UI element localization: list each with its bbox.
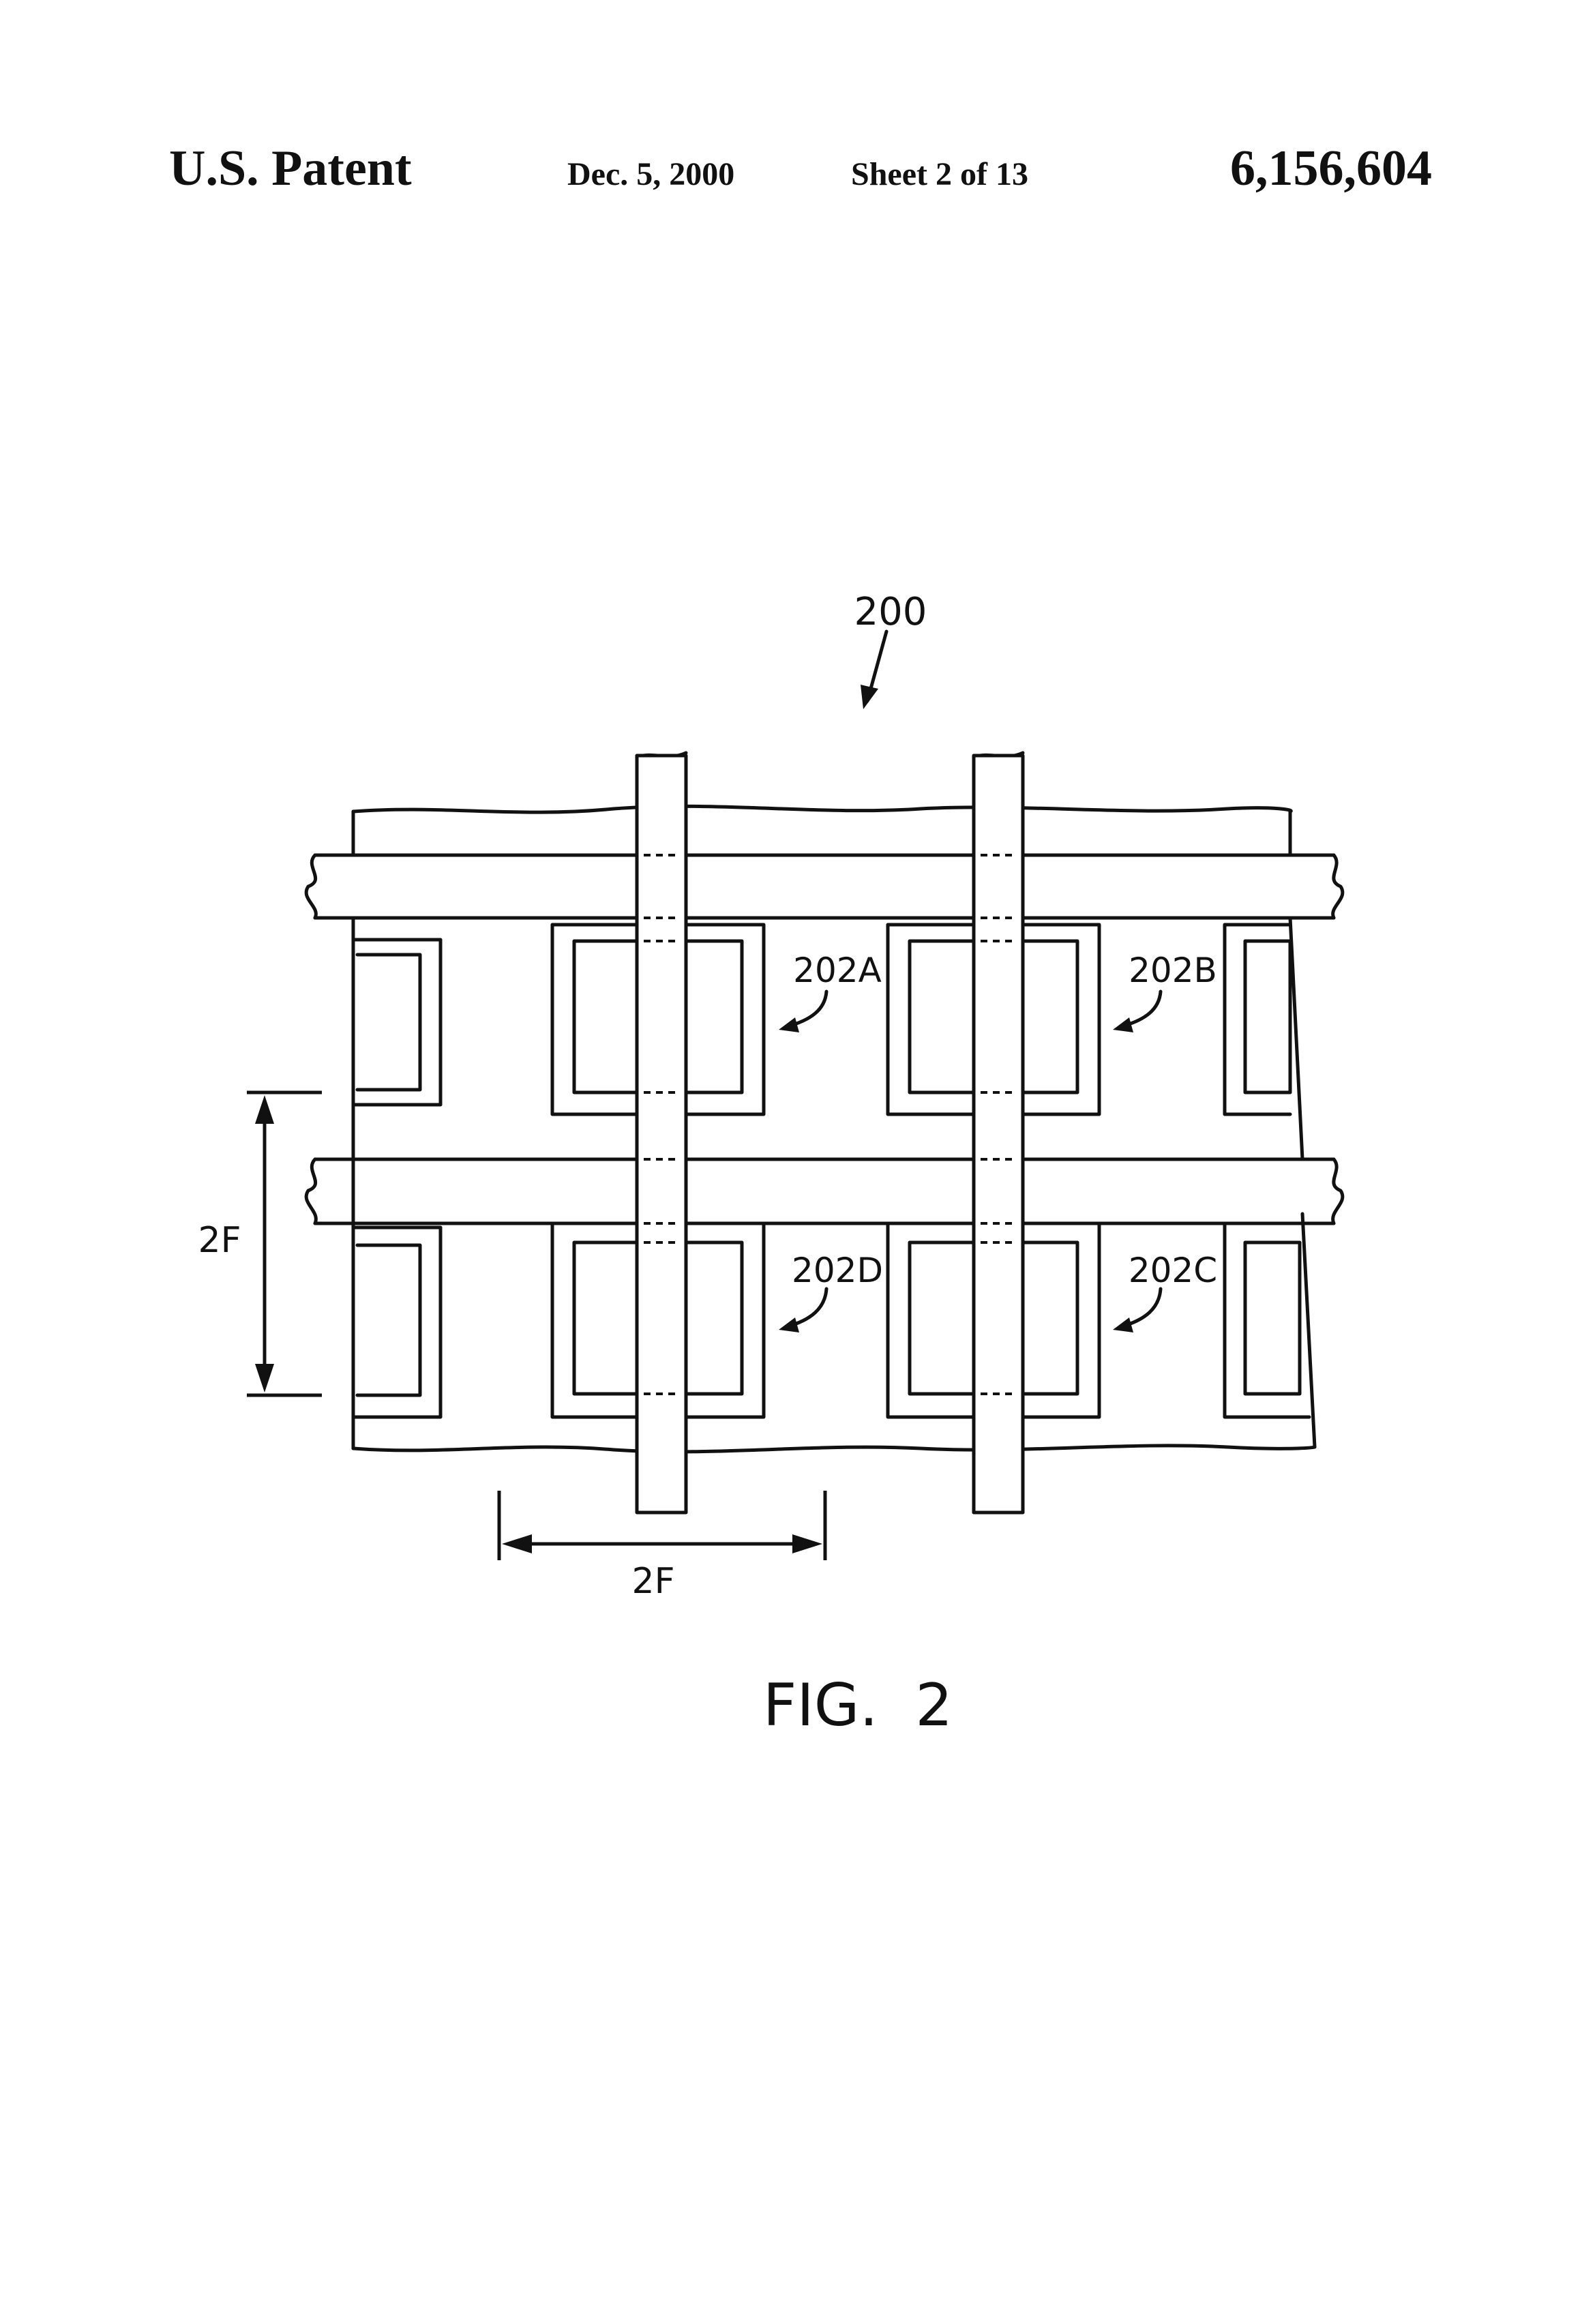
label-2F-horizontal: 2F: [632, 1561, 675, 1602]
label-202D: 202D: [792, 1251, 883, 1290]
hidden-line-dashes: [644, 855, 1017, 1394]
substrate-bottom-edge: [353, 1446, 1315, 1452]
cell-left-partial-top: [353, 940, 441, 1105]
label-202C: 202C: [1129, 1251, 1217, 1290]
label-202A: 202A: [793, 951, 882, 990]
label-202B: 202B: [1129, 951, 1217, 990]
cell-right-partial-top: [1225, 925, 1290, 1114]
substrate-top-edge: [353, 806, 1291, 812]
vertical-dimension: [247, 1092, 322, 1395]
cell-right-partial-bottom: [1225, 1223, 1309, 1417]
figure-caption: FIG. 2: [763, 1671, 953, 1740]
word-line-2: [306, 1159, 1343, 1223]
label-200: 200: [854, 590, 927, 634]
word-line-1: [306, 855, 1343, 918]
bit-line-1: [637, 753, 686, 1513]
cell-left-partial-bottom: [353, 1227, 441, 1417]
bit-line-2: [974, 753, 1023, 1513]
label-2F-vertical: 2F: [198, 1220, 241, 1261]
